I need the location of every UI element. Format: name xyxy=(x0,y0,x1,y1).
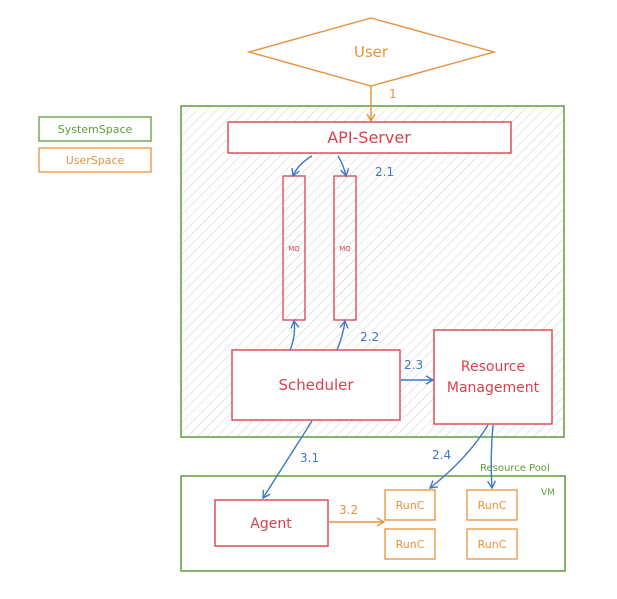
mq-node-2: MQ xyxy=(333,175,357,321)
edge-label-2-3: 2.3 xyxy=(404,358,423,372)
api-server-box xyxy=(227,121,512,154)
user-node: User xyxy=(246,17,497,87)
runc-box-2 xyxy=(384,528,436,560)
runc-node-1: RunC xyxy=(384,489,436,521)
resource-management-label-line2: Management xyxy=(447,380,540,396)
agent-label: Agent xyxy=(250,516,292,532)
edge-api-to-mq2 xyxy=(337,155,350,178)
legend-user-space-label: UserSpace xyxy=(66,154,125,167)
resource-pool-label: Resource Pool xyxy=(480,463,550,474)
runc-node-4: RunC xyxy=(466,528,518,560)
agent-node: Agent xyxy=(214,499,329,547)
mq-label-2: MQ xyxy=(339,245,351,253)
runc-label-1: RunC xyxy=(396,499,425,512)
edge-resource-management-to-runc1 xyxy=(428,424,489,489)
scheduler-label: Scheduler xyxy=(278,376,354,394)
edge-label-3-2: 3.2 xyxy=(339,503,358,517)
resource-management-box xyxy=(433,329,553,425)
legend: SystemSpace UserSpace xyxy=(38,116,152,173)
edge-label-3-1: 3.1 xyxy=(300,451,319,465)
runc-box-4 xyxy=(466,528,518,560)
edge-label-1: 1 xyxy=(389,87,397,101)
resource-management-node: Resource Management xyxy=(433,329,553,425)
agent-box xyxy=(214,499,329,547)
resource-management-label-line1: Resource xyxy=(461,359,525,375)
mq-node-1: MQ xyxy=(282,175,306,321)
runc-label-2: RunC xyxy=(396,538,425,551)
edge-scheduler-to-agent xyxy=(262,420,313,500)
edge-label-2-2: 2.2 xyxy=(360,330,379,344)
runc-node-2: RunC xyxy=(384,528,436,560)
runc-node-3: RunC xyxy=(466,489,518,521)
runc-label-3: RunC xyxy=(478,499,507,512)
edge-label-2-1: 2.1 xyxy=(375,165,394,179)
api-server-node: API-Server xyxy=(227,121,512,154)
edge-label-2-4: 2.4 xyxy=(432,448,451,462)
scheduler-box xyxy=(231,349,401,421)
edge-scheduler-to-mq1 xyxy=(289,319,300,351)
legend-system-space-box xyxy=(38,116,152,142)
runc-box-3 xyxy=(466,489,518,521)
edge-api-to-mq1 xyxy=(291,155,313,178)
scheduler-node: Scheduler xyxy=(231,349,401,421)
edge-scheduler-to-mq2 xyxy=(336,319,349,351)
edge-resource-management-to-runc3 xyxy=(486,424,497,490)
runc-label-4: RunC xyxy=(478,538,507,551)
legend-system-space-label: SystemSpace xyxy=(58,123,133,136)
mq-label-1: MQ xyxy=(288,245,300,253)
runc-box-1 xyxy=(384,489,436,521)
api-server-label: API-Server xyxy=(327,128,411,147)
user-label: User xyxy=(354,43,389,61)
vm-label: VM xyxy=(541,488,555,498)
vm-container xyxy=(180,475,566,572)
legend-user-space-box xyxy=(38,147,152,173)
